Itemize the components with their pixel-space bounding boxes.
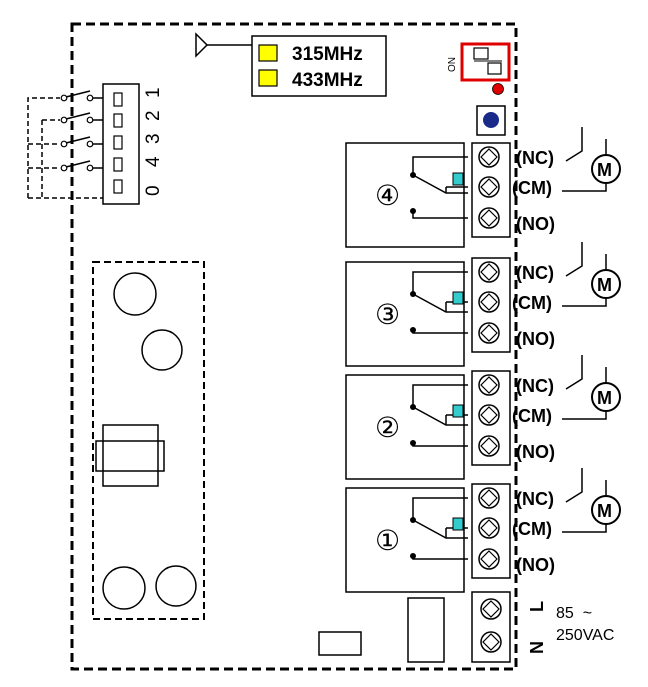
power-l-label: L bbox=[527, 601, 547, 612]
power-range-line1: 85 ~ bbox=[556, 605, 592, 622]
motor-label: M bbox=[597, 501, 612, 521]
terminal-no[interactable] bbox=[478, 322, 500, 344]
relay-indicator bbox=[452, 291, 464, 305]
power-supply-module bbox=[92, 261, 205, 620]
relay-indicator bbox=[452, 404, 464, 418]
channel-label-2: 2 bbox=[143, 110, 164, 121]
relay-number: ② bbox=[375, 411, 400, 444]
relay-4: ④ (NC) (CM) (NO) M bbox=[345, 127, 621, 248]
status-led bbox=[492, 83, 504, 95]
cm-label: (CM) bbox=[512, 293, 552, 313]
frequency-label-433: 433MHz bbox=[292, 70, 363, 91]
motor-icon: M bbox=[562, 242, 621, 307]
cm-label: (CM) bbox=[512, 519, 552, 539]
nc-label: (NC) bbox=[516, 376, 554, 396]
motor-icon: M bbox=[562, 468, 621, 533]
relay-group: ④ (NC) (CM) (NO) M ③ (NC) (CM) (NO) M ② (NC) (CM) (NO… bbox=[345, 127, 621, 593]
cm-label: (CM) bbox=[512, 178, 552, 198]
power-terminal-block bbox=[471, 591, 511, 663]
motor-icon: M bbox=[562, 127, 621, 192]
relay-number: ① bbox=[375, 524, 400, 557]
mode-dip-switch[interactable] bbox=[460, 42, 511, 82]
motor-label: M bbox=[597, 388, 612, 408]
relay-1: ① (NC) (CM) (NO) M bbox=[345, 468, 621, 593]
no-label: (NO) bbox=[516, 329, 555, 349]
dip-on-label: ON bbox=[447, 57, 458, 72]
channel-label-1: 1 bbox=[143, 87, 164, 98]
learn-button[interactable] bbox=[476, 105, 506, 136]
channel-dip-switch[interactable] bbox=[102, 83, 140, 205]
terminal-cm[interactable] bbox=[478, 291, 500, 313]
channel-label-0: 0 bbox=[143, 185, 164, 196]
frequency-label-315: 315MHz bbox=[292, 44, 363, 65]
motor-label: M bbox=[597, 160, 612, 180]
resistor-component bbox=[318, 631, 362, 656]
terminal-nc[interactable] bbox=[478, 487, 500, 509]
frequency-selector: 315MHz 433MHz bbox=[251, 35, 387, 97]
power-range-line2: 250VAC bbox=[556, 627, 614, 644]
relay-2: ② (NC) (CM) (NO) M bbox=[345, 355, 621, 480]
nc-label: (NC) bbox=[516, 263, 554, 283]
no-label: (NO) bbox=[516, 214, 555, 234]
relay-3: ③ (NC) (CM) (NO) M bbox=[345, 242, 621, 367]
relay-indicator bbox=[452, 517, 464, 531]
terminal-no[interactable] bbox=[478, 548, 500, 570]
terminal-nc[interactable] bbox=[478, 374, 500, 396]
terminal-cm[interactable] bbox=[478, 404, 500, 426]
power-terminal-n[interactable] bbox=[480, 631, 502, 653]
fuse-component bbox=[407, 597, 445, 663]
cm-label: (CM) bbox=[512, 406, 552, 426]
terminal-cm[interactable] bbox=[478, 517, 500, 539]
terminal-no[interactable] bbox=[478, 435, 500, 457]
power-n-label: N bbox=[527, 641, 547, 654]
terminal-cm[interactable] bbox=[478, 176, 500, 198]
relay-number: ④ bbox=[375, 179, 400, 212]
terminal-no[interactable] bbox=[478, 207, 500, 229]
motor-icon: M bbox=[562, 355, 621, 420]
frequency-swatch-315 bbox=[258, 44, 278, 62]
channel-label-4: 4 bbox=[143, 156, 164, 167]
relay-number: ③ bbox=[375, 298, 400, 331]
terminal-nc[interactable] bbox=[478, 261, 500, 283]
motor-label: M bbox=[597, 275, 612, 295]
power-terminal-l[interactable] bbox=[480, 598, 502, 620]
nc-label: (NC) bbox=[516, 489, 554, 509]
terminal-nc[interactable] bbox=[478, 146, 500, 168]
no-label: (NO) bbox=[516, 555, 555, 575]
nc-label: (NC) bbox=[516, 148, 554, 168]
board-outline bbox=[70, 22, 518, 671]
no-label: (NO) bbox=[516, 442, 555, 462]
relay-indicator bbox=[452, 172, 464, 186]
channel-label-3: 3 bbox=[143, 133, 164, 144]
antenna-icon bbox=[195, 32, 252, 58]
frequency-swatch-433 bbox=[258, 69, 278, 87]
